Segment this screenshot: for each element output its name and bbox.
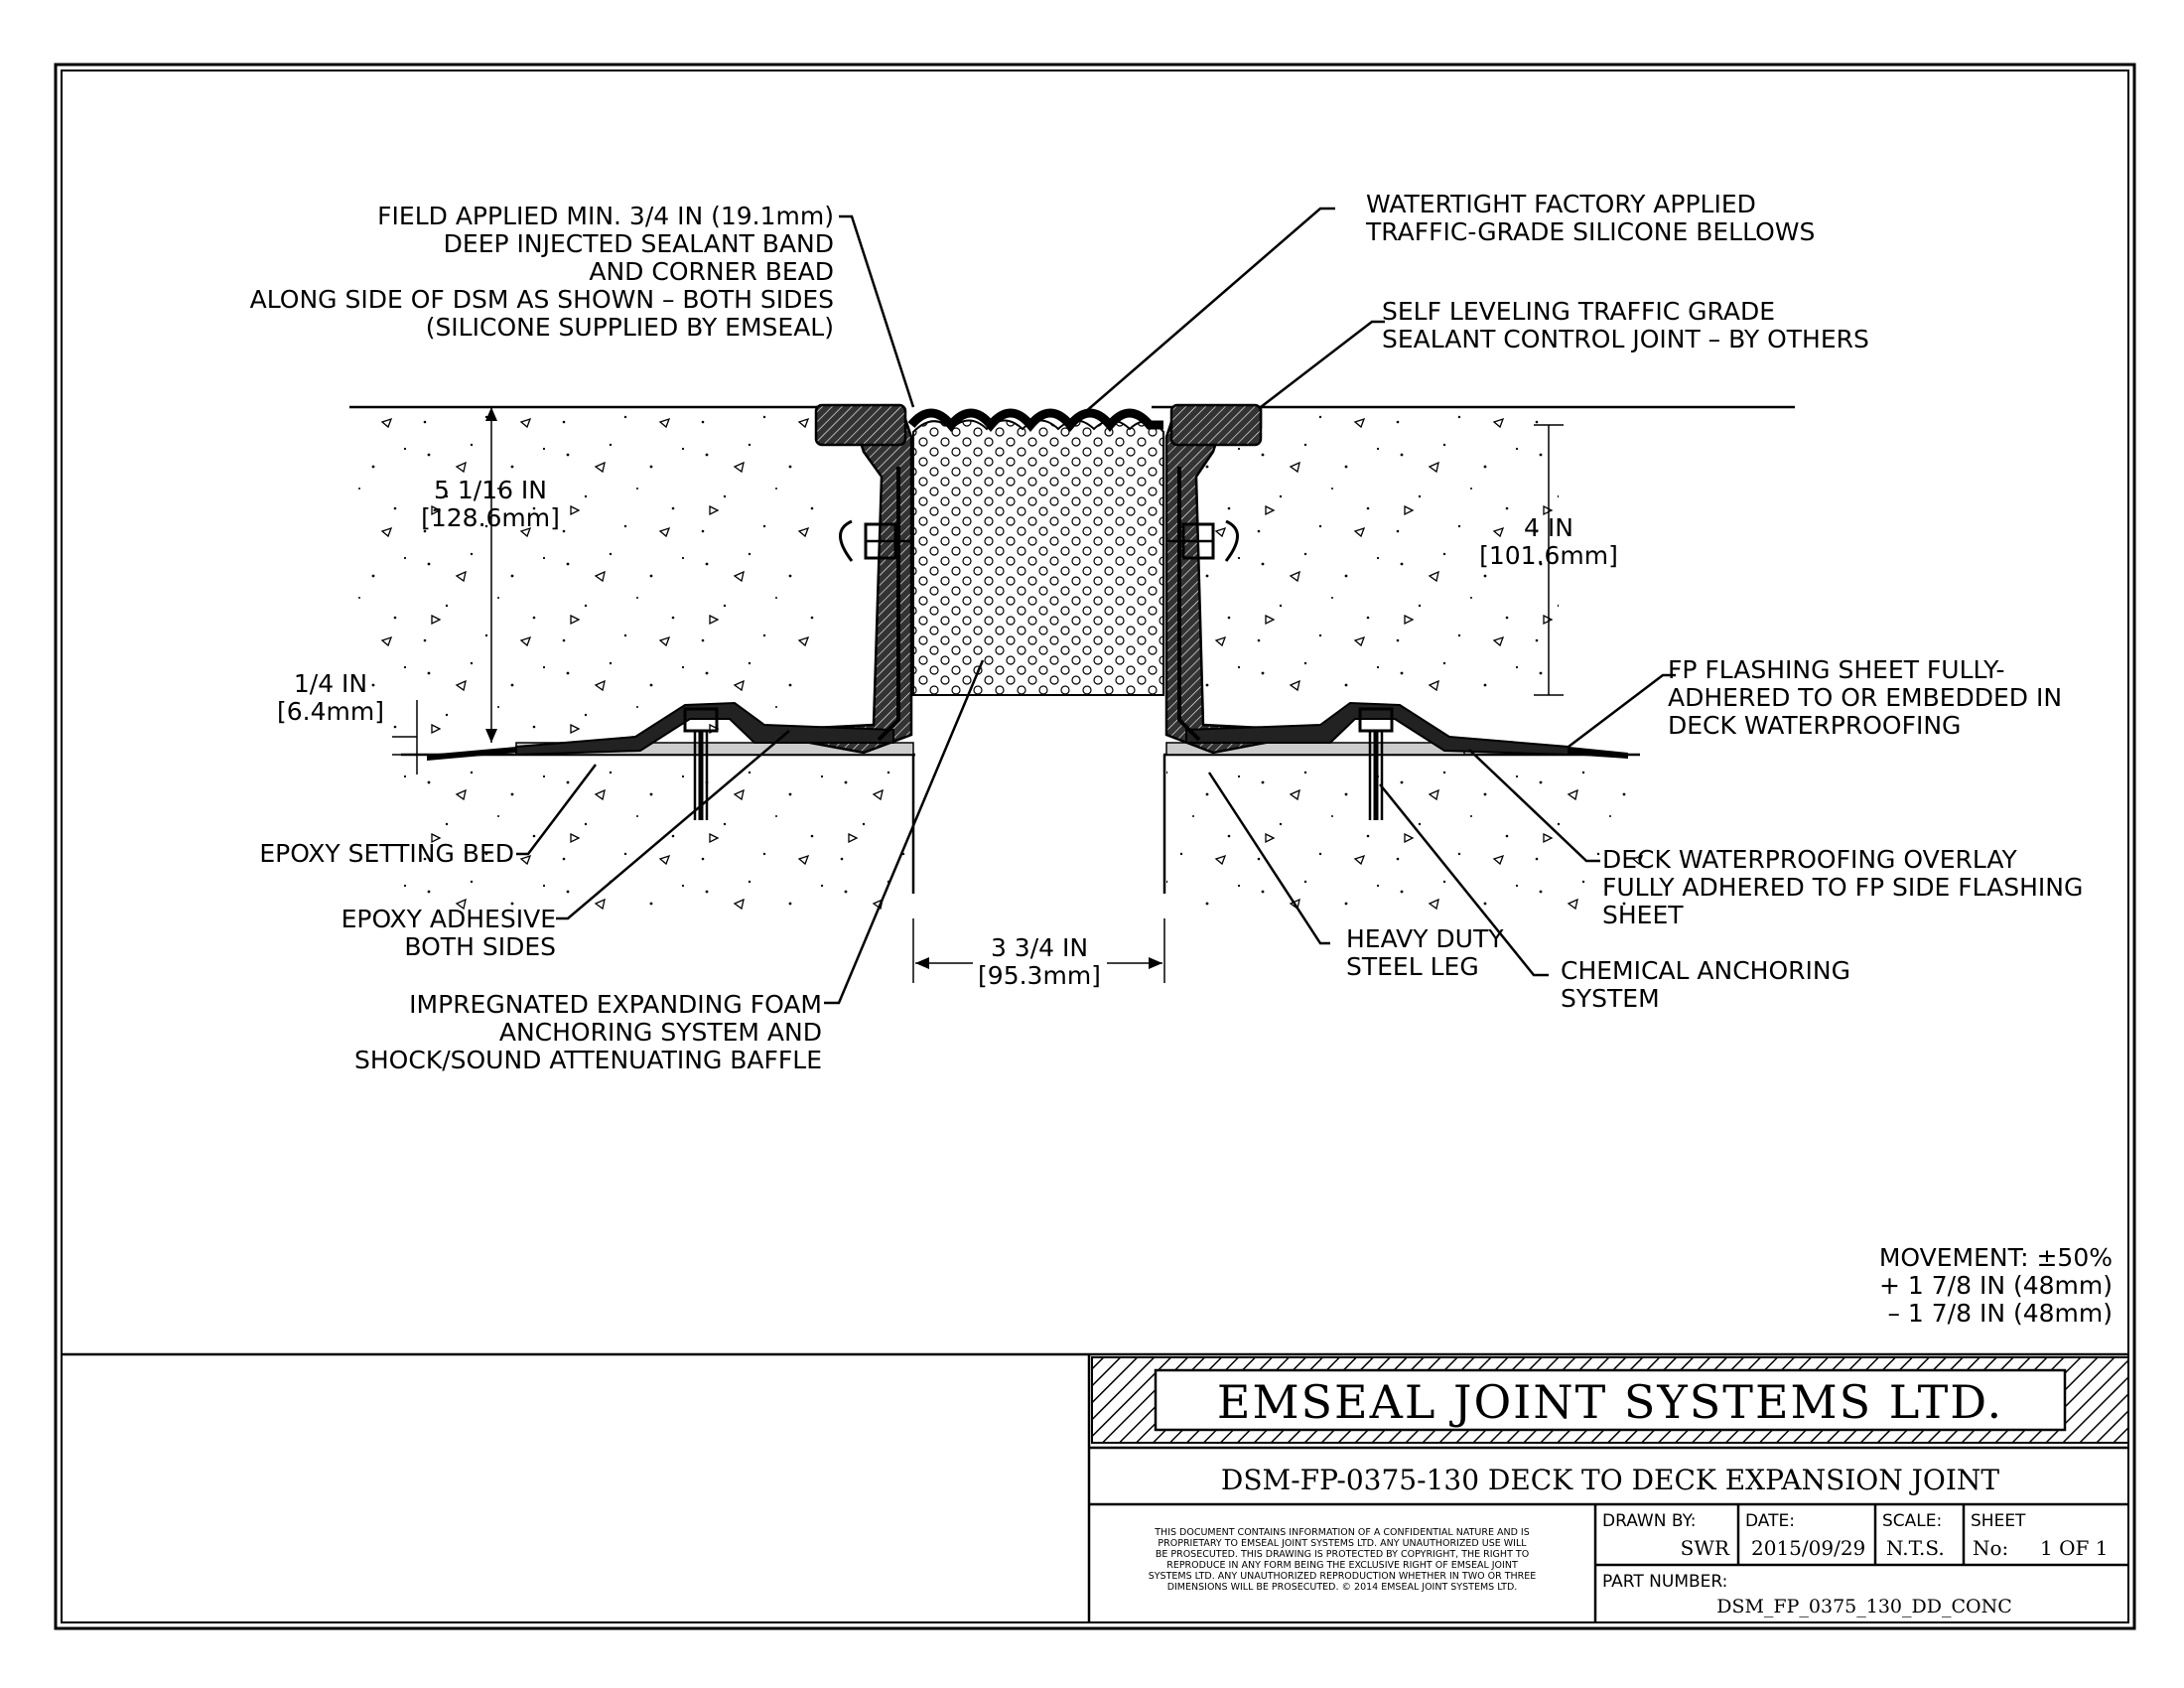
dimension-lines: [392, 407, 1564, 983]
company-banner: [1154, 1368, 2067, 1432]
svg-text:DEEP INJECTED SEALANT BAND: DEEP INJECTED SEALANT BAND: [444, 229, 834, 258]
svg-text:ADHERED TO OR EMBEDDED IN: ADHERED TO OR EMBEDDED IN: [1668, 683, 2062, 712]
svg-text:REPRODUCE IN ANY FORM BEING TH: REPRODUCE IN ANY FORM BEING THE EXCLUSIV…: [1166, 1560, 1518, 1571]
svg-text:[6.4mm]: [6.4mm]: [277, 697, 384, 726]
svg-text:IMPREGNATED EXPANDING FOAM: IMPREGNATED EXPANDING FOAM: [409, 990, 822, 1019]
svg-text:CHEMICAL ANCHORING: CHEMICAL ANCHORING: [1561, 956, 1850, 985]
svg-text:SYSTEM: SYSTEM: [1561, 984, 1660, 1013]
callout-epoxy-adhesive: EPOXY ADHESIVE BOTH SIDES: [341, 905, 556, 961]
svg-text:[128.6mm]: [128.6mm]: [421, 503, 560, 532]
svg-text:PART NUMBER:: PART NUMBER:: [1602, 1572, 1727, 1592]
svg-text:DRAWN BY:: DRAWN BY:: [1602, 1511, 1696, 1531]
svg-text:PROPRIETARY TO EMSEAL JOINT SY: PROPRIETARY TO EMSEAL JOINT SYSTEMS LTD.…: [1158, 1538, 1527, 1549]
svg-text:SHEET: SHEET: [1602, 901, 1684, 929]
svg-text:SHOCK/SOUND ATTENUATING BAFFLE: SHOCK/SOUND ATTENUATING BAFFLE: [354, 1046, 822, 1074]
title-block: EMSEAL JOINT SYSTEMS LTD. DSM-FP-0375-13…: [61, 1352, 2129, 1623]
svg-text:SCALE:: SCALE:: [1882, 1511, 1942, 1531]
svg-text:MOVEMENT: ±50%: MOVEMENT: ±50%: [1879, 1243, 2113, 1272]
drawing-title: DSM-FP-0375-130 DECK TO DECK EXPANSION J…: [1221, 1464, 2000, 1496]
callout-field-applied: FIELD APPLIED MIN. 3/4 IN (19.1mm) DEEP …: [250, 202, 834, 342]
confidential-notice: THIS DOCUMENT CONTAINS INFORMATION OF A …: [1149, 1527, 1537, 1593]
callout-bellows: WATERTIGHT FACTORY APPLIED TRAFFIC-GRADE…: [1365, 190, 1815, 246]
svg-text:DECK WATERPROOFING OVERLAY: DECK WATERPROOFING OVERLAY: [1602, 845, 2018, 874]
svg-text:SELF LEVELING TRAFFIC GRADE: SELF LEVELING TRAFFIC GRADE: [1382, 297, 1775, 326]
svg-text:WATERTIGHT FACTORY APPLIED: WATERTIGHT FACTORY APPLIED: [1366, 190, 1756, 218]
svg-text:STEEL LEG: STEEL LEG: [1346, 952, 1479, 981]
svg-text:SYSTEMS LTD. ANY UNAUTHORIZED: SYSTEMS LTD. ANY UNAUTHORIZED REPRODUCTI…: [1149, 1571, 1537, 1582]
svg-text:3 3/4 IN: 3 3/4 IN: [991, 933, 1088, 962]
callout-self-leveling: SELF LEVELING TRAFFIC GRADE SEALANT CONT…: [1382, 297, 1869, 353]
svg-text:HEAVY DUTY: HEAVY DUTY: [1346, 924, 1504, 953]
svg-text:DATE:: DATE:: [1745, 1511, 1795, 1531]
svg-text:ANCHORING SYSTEM AND: ANCHORING SYSTEM AND: [499, 1018, 822, 1047]
svg-text:SHEET: SHEET: [1971, 1511, 2026, 1531]
svg-text:FULLY ADHERED TO FP SIDE FLASH: FULLY ADHERED TO FP SIDE FLASHING: [1602, 873, 2083, 902]
inner-border: [61, 70, 2129, 1623]
svg-text:[101.6mm]: [101.6mm]: [1479, 541, 1618, 570]
svg-text:+ 1 7/8 IN (48mm): + 1 7/8 IN (48mm): [1879, 1271, 2113, 1300]
svg-text:DIMENSIONS WILL BE PROSECUTED.: DIMENSIONS WILL BE PROSECUTED. © 2014 EM…: [1167, 1582, 1518, 1593]
svg-text:FP FLASHING SHEET FULLY-: FP FLASHING SHEET FULLY-: [1668, 655, 2004, 684]
movement-note: MOVEMENT: ±50% + 1 7/8 IN (48mm) – 1 7/8…: [1879, 1243, 2113, 1328]
callout-steel-leg: HEAVY DUTY STEEL LEG: [1346, 924, 1504, 981]
svg-text:1/4 IN: 1/4 IN: [294, 669, 367, 698]
right-lower-slab: [1166, 765, 1643, 914]
outer-border: [54, 63, 2136, 1630]
svg-text:5 1/16 IN: 5 1/16 IN: [434, 476, 547, 504]
svg-text:[95.3mm]: [95.3mm]: [978, 961, 1101, 990]
svg-text:N.T.S.: N.T.S.: [1886, 1536, 1945, 1560]
svg-text:DECK WATERPROOFING: DECK WATERPROOFING: [1668, 711, 1961, 740]
left-nosing: [814, 403, 907, 447]
company-name: EMSEAL JOINT SYSTEMS LTD.: [1217, 1375, 2003, 1429]
left-lower-slab: [397, 765, 913, 914]
right-waterproofing: [1569, 747, 1628, 759]
svg-text:No:: No:: [1973, 1536, 2008, 1560]
svg-text:BE PROSECUTED. THIS DRAWING IS: BE PROSECUTED. THIS DRAWING IS PROTECTED…: [1156, 1549, 1529, 1560]
svg-text:EPOXY ADHESIVE: EPOXY ADHESIVE: [341, 905, 556, 933]
left-upper-slab: [353, 407, 817, 735]
svg-text:SEALANT CONTROL JOINT – BY OTH: SEALANT CONTROL JOINT – BY OTHERS: [1382, 325, 1869, 353]
right-upper-slab: [1191, 407, 1559, 695]
right-nosing: [1169, 403, 1263, 447]
callout-epoxy-bed: EPOXY SETTING BED: [259, 839, 514, 868]
svg-text:THIS DOCUMENT CONTAINS INFORMA: THIS DOCUMENT CONTAINS INFORMATION OF A …: [1154, 1527, 1530, 1538]
callout-fp-flashing: FP FLASHING SHEET FULLY- ADHERED TO OR E…: [1668, 655, 2062, 740]
callout-foam: IMPREGNATED EXPANDING FOAM ANCHORING SYS…: [354, 990, 822, 1074]
svg-text:TRAFFIC-GRADE SILICONE BELLOWS: TRAFFIC-GRADE SILICONE BELLOWS: [1365, 217, 1815, 246]
svg-text:(SILICONE SUPPLIED BY EMSEAL): (SILICONE SUPPLIED BY EMSEAL): [426, 313, 834, 342]
joint-detail: [349, 403, 1795, 914]
part-number: DSM_FP_0375_130_DD_CONC: [1716, 1596, 2012, 1618]
left-waterproofing: [427, 747, 516, 761]
svg-text:AND CORNER BEAD: AND CORNER BEAD: [589, 257, 834, 286]
svg-text:2015/09/29: 2015/09/29: [1751, 1536, 1865, 1560]
silicone-bellows: [907, 408, 1163, 433]
callout-leaders: [516, 207, 1676, 1005]
svg-text:4 IN: 4 IN: [1524, 513, 1573, 542]
svg-text:EPOXY SETTING BED: EPOXY SETTING BED: [259, 839, 514, 868]
right-flange: [1185, 701, 1570, 757]
svg-text:ALONG SIDE OF DSM AS SHOWN – B: ALONG SIDE OF DSM AS SHOWN – BOTH SIDES: [250, 285, 834, 314]
callout-chemical: CHEMICAL ANCHORING SYSTEM: [1561, 956, 1850, 1013]
left-flange: [515, 701, 894, 757]
callout-overlay: DECK WATERPROOFING OVERLAY FULLY ADHERED…: [1602, 845, 2083, 929]
svg-text:1 OF 1: 1 OF 1: [2040, 1536, 2108, 1560]
svg-text:BOTH SIDES: BOTH SIDES: [404, 932, 556, 961]
foam-baffle: [912, 419, 1164, 696]
svg-text:SWR: SWR: [1681, 1536, 1730, 1560]
dimension-text: 5 1/16 IN [128.6mm] 4 IN [101.6mm] 1/4 I…: [277, 476, 1618, 990]
svg-text:– 1 7/8 IN (48mm): – 1 7/8 IN (48mm): [1887, 1299, 2113, 1328]
svg-text:FIELD APPLIED MIN. 3/4 IN (19.: FIELD APPLIED MIN. 3/4 IN (19.1mm): [377, 202, 834, 230]
